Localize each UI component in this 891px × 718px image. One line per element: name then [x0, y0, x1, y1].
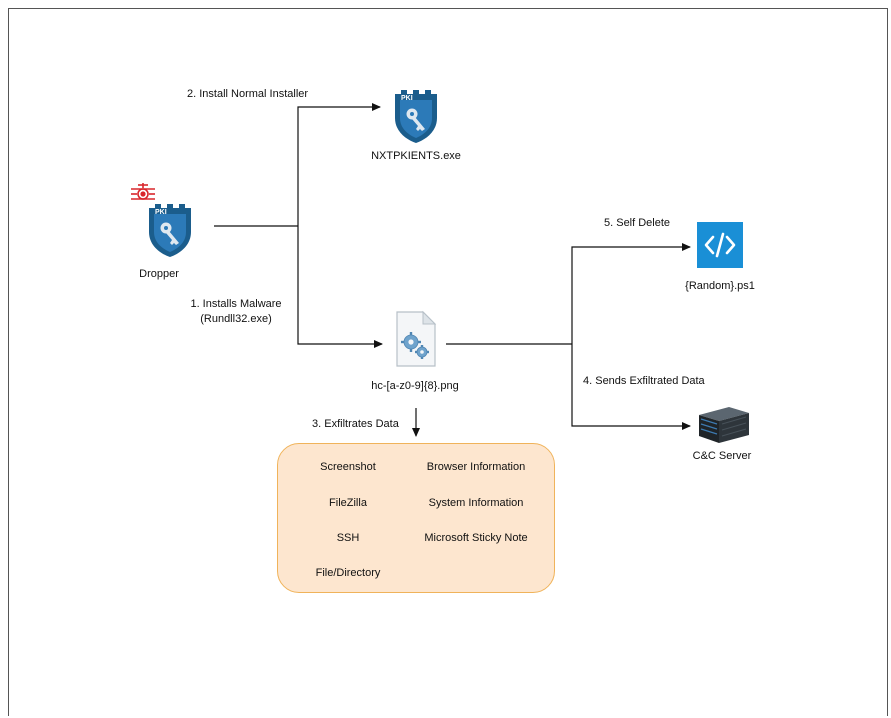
payload-node	[389, 310, 441, 368]
diagram-frame	[8, 8, 888, 716]
pki-shield-key-icon	[149, 204, 191, 257]
server-node	[695, 403, 751, 447]
edge-label-exfiltrates: 3. Exfiltrates Data	[312, 418, 399, 430]
dropper-label: Dropper	[139, 268, 179, 280]
installer-badge-text: PKI	[401, 95, 413, 102]
edge-install-malware	[297, 226, 383, 348]
edge-label-self-delete: 5. Self Delete	[604, 217, 671, 229]
data-item: File/Directory	[315, 567, 381, 579]
edge-install-normal	[297, 103, 381, 226]
exfiltrated-data-box: Screenshot FileZilla SSH File/Directory …	[277, 443, 555, 593]
malware-bug-icon	[131, 183, 155, 200]
payload-label: hc-[a-z0-9]{8}.png	[371, 380, 459, 392]
edge-label-install-normal: 2. Install Normal Installer	[187, 88, 309, 100]
server-icon	[699, 407, 749, 443]
edge-sends-data	[571, 344, 691, 430]
data-item: SSH	[336, 532, 360, 544]
installer-node: PKI	[393, 88, 439, 144]
data-item: Screenshot	[320, 461, 376, 473]
dropper-node: PKI	[128, 180, 198, 260]
installer-label: NXTPKIENTS.exe	[371, 150, 461, 162]
data-item: Microsoft Sticky Note	[424, 532, 528, 544]
edge-label-install-malware-line1: 1. Installs Malware	[190, 298, 282, 310]
edge-self-delete	[571, 243, 691, 344]
script-node	[697, 222, 743, 268]
dropper-badge-text: PKI	[155, 209, 167, 216]
edge-label-sends-data: 4. Sends Exfiltrated Data	[583, 375, 705, 387]
file-gears-icon	[396, 310, 437, 367]
data-item: FileZilla	[329, 497, 367, 509]
script-label: {Random}.ps1	[685, 280, 755, 292]
data-item: Browser Information	[426, 461, 526, 473]
server-label: C&C Server	[692, 450, 752, 462]
pki-shield-key-icon	[395, 90, 437, 143]
edge-label-install-malware-line2: (Rundll32.exe)	[200, 313, 272, 325]
data-item: System Information	[428, 497, 524, 509]
code-script-icon	[704, 232, 736, 258]
